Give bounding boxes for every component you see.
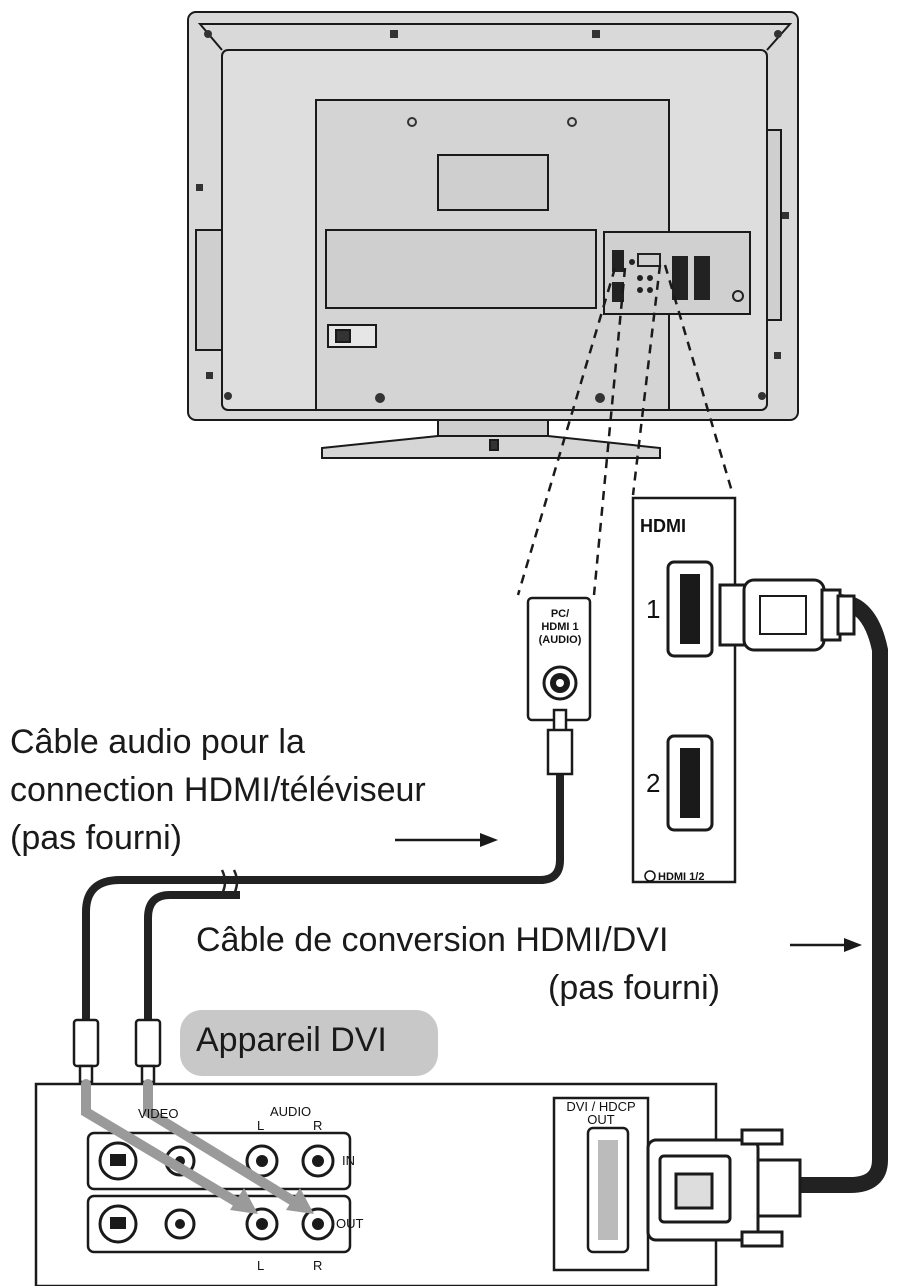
dvi-device-label: Appareil DVI xyxy=(196,1021,387,1059)
label-arrows xyxy=(395,833,862,952)
hdmi-port-1-label: 1 xyxy=(646,594,660,624)
hdmi-panel-footer: HDMI 1/2 xyxy=(658,871,704,883)
in-label: IN xyxy=(342,1153,355,1168)
leader-lines xyxy=(516,264,735,596)
audio-label: AUDIO xyxy=(270,1104,311,1119)
audio-l-bottom: L xyxy=(257,1258,264,1273)
hdmi-panel xyxy=(631,496,737,884)
hdmi-logo: HDMI xyxy=(640,516,686,536)
video-label: VIDEO xyxy=(138,1106,178,1121)
hdmi-plug xyxy=(718,578,888,1193)
hdmi-footer-icon xyxy=(644,870,656,882)
dvi-device-badge xyxy=(180,1010,438,1076)
conversion-cable-label-line1: Câble de conversion HDMI/DVI xyxy=(196,921,669,959)
audio-cable-label-line1: Câble audio pour la xyxy=(10,723,305,761)
dvi-plug xyxy=(646,1128,802,1248)
audio-cable-label-line3: (pas fourni) xyxy=(10,819,182,857)
tv-screws xyxy=(196,30,789,403)
audio-jack-label-3: (AUDIO) xyxy=(539,634,582,646)
hdmi-port-2-label: 2 xyxy=(646,768,660,798)
dvi-out-label-2: OUT xyxy=(587,1112,615,1127)
dvi-out-label-1: DVI / HDCP xyxy=(566,1099,635,1114)
tv-port-cluster xyxy=(612,250,744,302)
audio-jack-label-2: HDMI 1 xyxy=(541,621,578,633)
audio-r-top: R xyxy=(313,1118,322,1133)
audio-jack-box xyxy=(526,596,592,722)
out-label: OUT xyxy=(336,1216,364,1231)
audio-cable xyxy=(72,708,574,1084)
audio-l-top: L xyxy=(257,1118,264,1133)
audio-cable-label-line2: connection HDMI/téléviseur xyxy=(10,771,426,809)
audio-jack-label-1: PC/ xyxy=(551,608,569,620)
conversion-cable-label-line2: (pas fourni) xyxy=(548,969,720,1007)
gray-flow-arrows xyxy=(81,1079,303,1209)
audio-r-bottom: R xyxy=(313,1258,322,1273)
tv-back xyxy=(187,11,799,459)
